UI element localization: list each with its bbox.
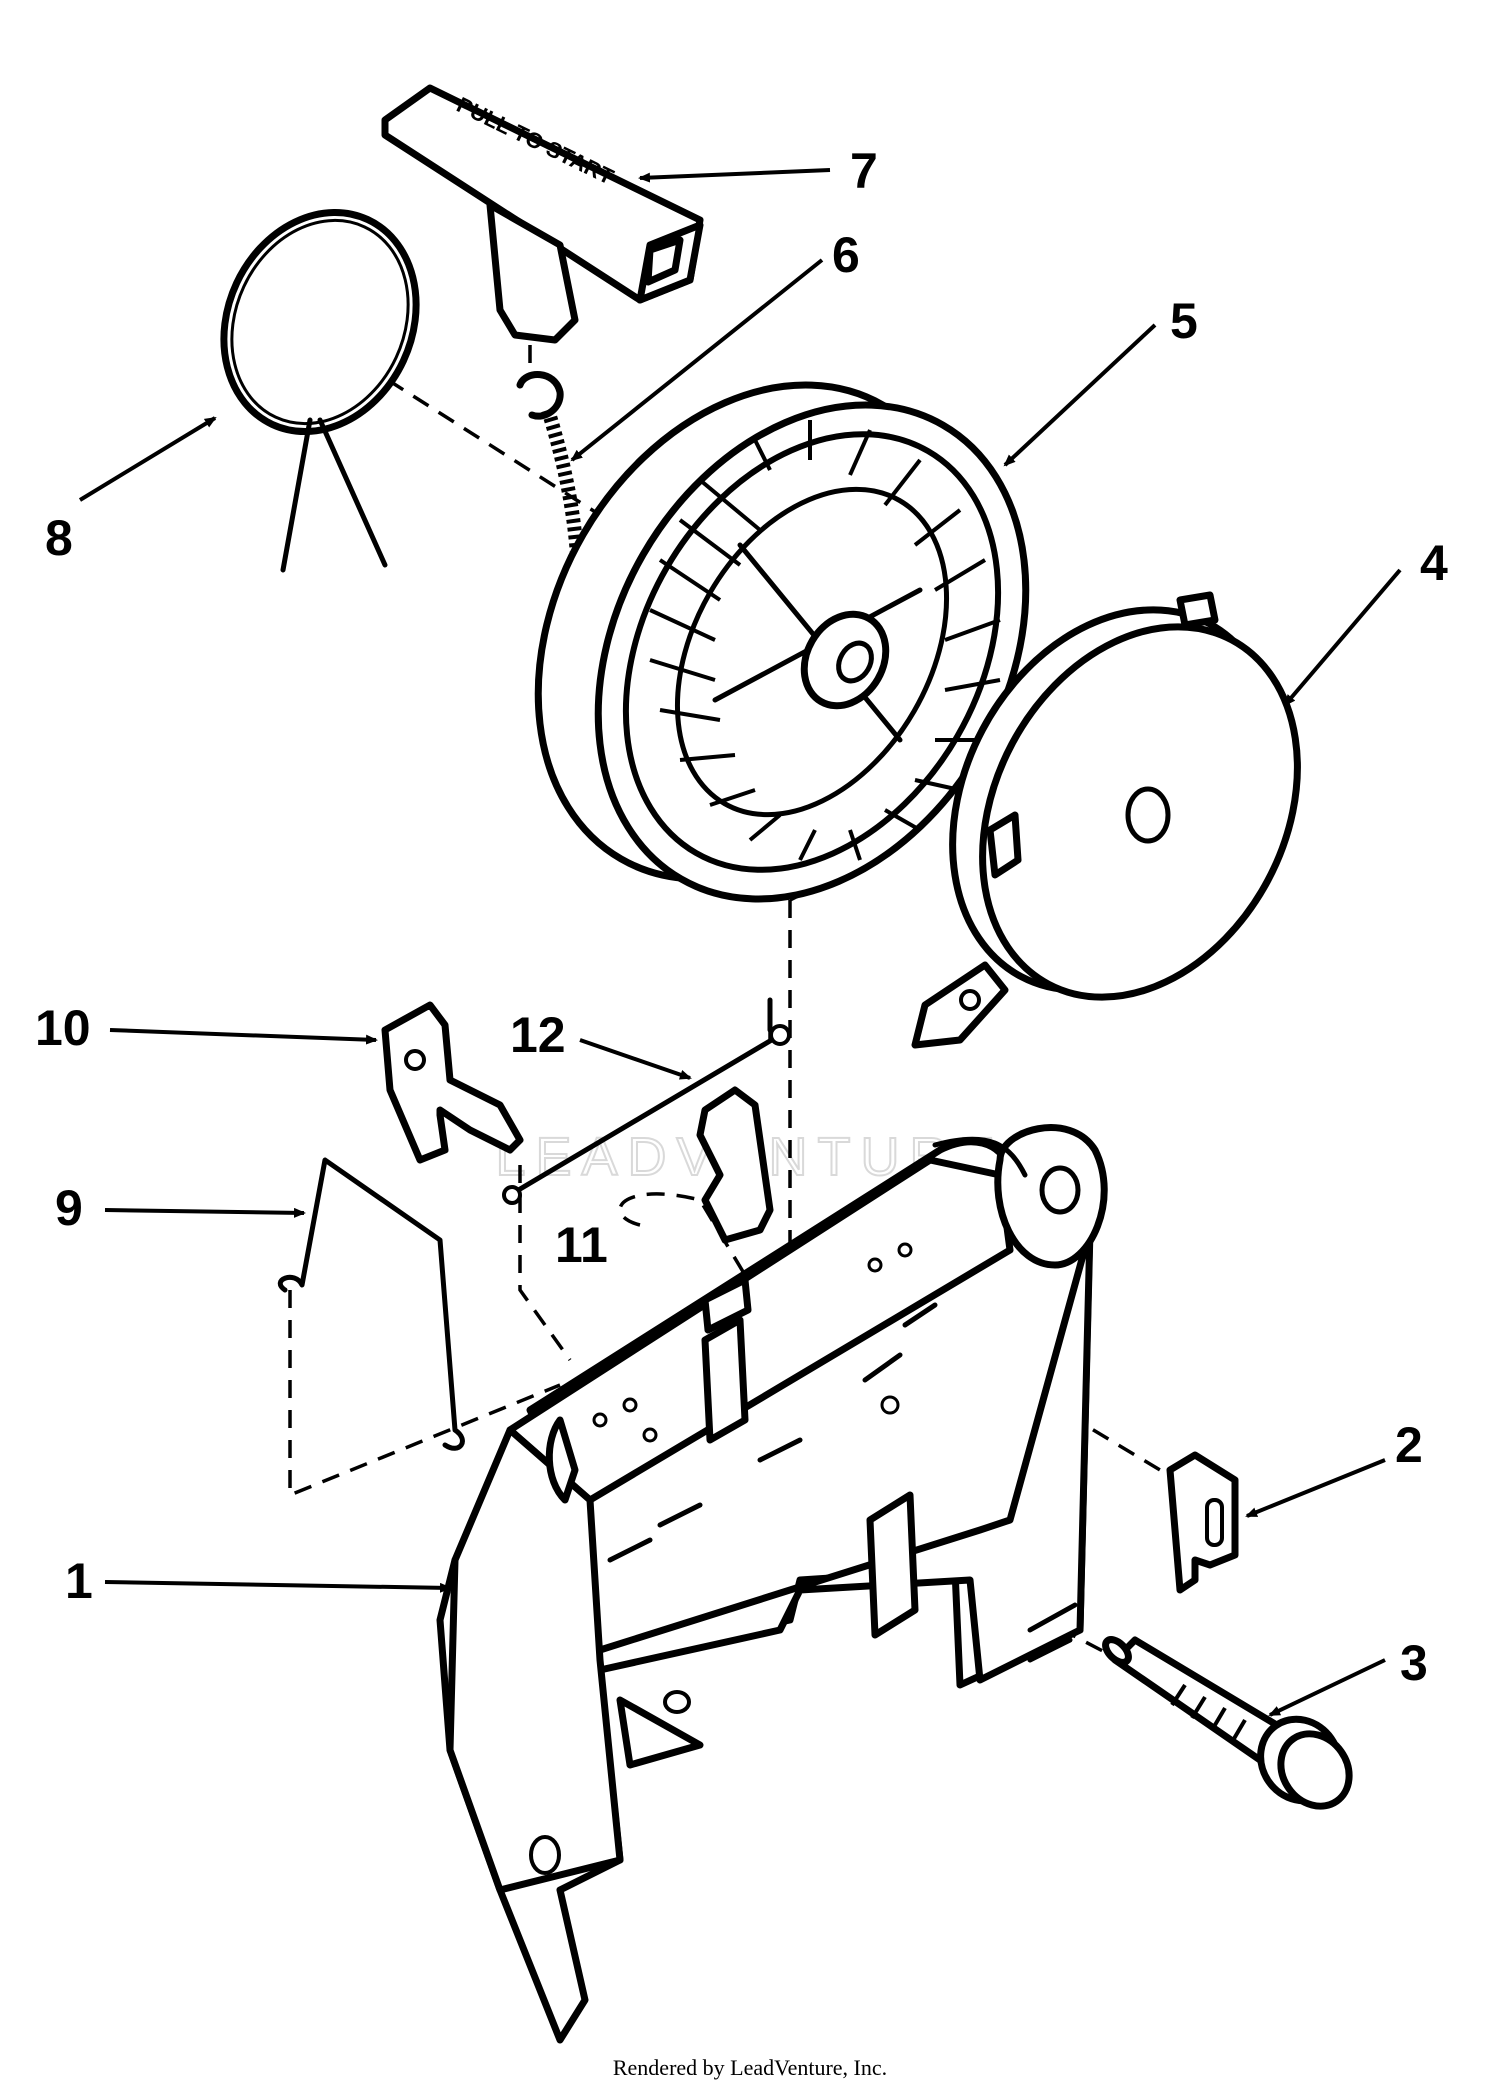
leader-lines	[78, 168, 1402, 1717]
callout-4: 4	[1420, 535, 1448, 591]
part-2-clip	[1166, 1451, 1239, 1594]
callout-9: 9	[55, 1180, 83, 1236]
part-9-wire-spring	[277, 1157, 465, 1451]
part-4-spring-housing	[911, 591, 1301, 1049]
part-8-rope-guide	[220, 208, 420, 573]
callout-5: 5	[1170, 293, 1198, 349]
footer-credit: Rendered by LeadVenture, Inc.	[612, 2055, 888, 2080]
part-5-starter-pulley	[534, 381, 1030, 903]
part-12-spring-link	[502, 997, 791, 1205]
callout-8: 8	[45, 510, 73, 566]
part-1-bracket	[436, 1124, 1108, 2044]
part-3-shoulder-bolt	[1102, 1636, 1353, 1810]
callout-11: 11	[555, 1217, 608, 1273]
callout-12: 12	[510, 1007, 566, 1063]
part-11-brake-shoe	[696, 1086, 774, 1244]
callout-6: 6	[832, 227, 860, 283]
part-7-starter-handle: PULL TO START	[381, 84, 704, 344]
callout-10: 10	[35, 1000, 91, 1056]
callout-1: 1	[65, 1553, 93, 1609]
callout-2: 2	[1395, 1417, 1423, 1473]
callout-3: 3	[1400, 1635, 1428, 1691]
part-10-pawl	[381, 1001, 524, 1164]
callout-7: 7	[850, 143, 878, 199]
callouts: 7 6 5 4 8 10 12 9 11 2 1 3	[35, 143, 1448, 1691]
